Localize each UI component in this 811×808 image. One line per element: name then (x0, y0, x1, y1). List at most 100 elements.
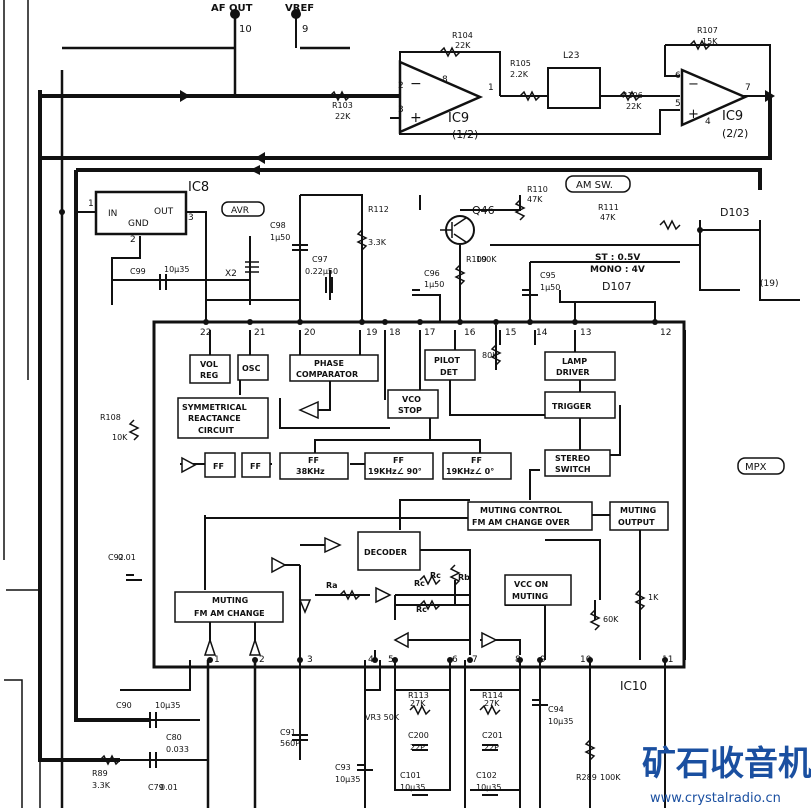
l23-coil-box (547, 67, 601, 109)
ic10-blocks (174, 349, 669, 623)
ic9b-pin-4: 4 (705, 117, 711, 127)
r107-ref: R107 (697, 26, 718, 35)
r113-ref: R113 (408, 691, 429, 700)
avr-tag-box (221, 201, 265, 217)
r60k-label: 60K (603, 615, 619, 624)
r113-val: 27K (410, 699, 426, 708)
r289-val: 100K (600, 773, 621, 782)
rc-label-3: Rc (430, 571, 441, 580)
r107-val: 15K (702, 37, 718, 46)
af-out-label: AF OUT (211, 3, 253, 14)
r114-ref: R114 (482, 691, 503, 700)
r109-val: 100K (476, 255, 497, 264)
svg-text:−: − (410, 76, 422, 92)
r106-val: 22K (626, 102, 642, 111)
c80-val: 0.033 (166, 745, 189, 754)
ic9a-part: (1/2) (452, 128, 478, 141)
ic10-pin-21: 21 (254, 328, 265, 338)
phase-line2: COMPARATOR (296, 370, 358, 379)
ic8-gnd: GND (128, 219, 149, 229)
am-sw-tag: AM SW. (576, 180, 613, 191)
x2-label: X2 (225, 269, 237, 279)
r1k-label: 1K (648, 593, 659, 602)
c200-ref: C200 (408, 731, 429, 740)
c92-val: 0.01 (118, 553, 136, 562)
c201-ref: C201 (482, 731, 503, 740)
ic8-pin-out: 3 (188, 213, 194, 223)
lamp-line1: LAMP (562, 357, 587, 366)
c95-val: 1μ50 (540, 283, 560, 292)
ic9a-pin-8: 8 (442, 75, 448, 85)
l23-label: L23 (563, 51, 579, 61)
svg-text:−: − (688, 77, 699, 92)
c102-ref: C102 (476, 771, 497, 780)
watermark-chinese: 矿石收音机 (642, 744, 811, 784)
ic10-pin-9: 9 (540, 655, 546, 665)
ic10-pin-1: 1 (214, 655, 220, 665)
mpx-tag-box (737, 457, 785, 475)
mono-voltage-note: MONO : 4V (590, 265, 645, 275)
r103-ref: R103 (332, 101, 353, 110)
r108-val: 10K (112, 433, 128, 442)
block-labels: VOL REG OSC PHASE COMPARATOR PILOT DET L… (182, 356, 656, 618)
r289-ref: R289 (576, 773, 597, 782)
ic10-pin-20: 20 (304, 328, 316, 338)
ic9-op-amp-b: − + (680, 68, 749, 127)
ic9b-pin-7: 7 (745, 83, 751, 93)
vol-reg-line2: REG (200, 371, 218, 380)
svg-text:+: + (410, 110, 422, 126)
ic9b-name: IC9 (722, 109, 743, 124)
signal-arrows (180, 90, 775, 175)
ic10-name: IC10 (620, 679, 647, 693)
ic8-pin-gnd: 2 (130, 235, 136, 245)
c101-ref: C101 (400, 771, 421, 780)
ic9b-pin-6: 6 (675, 71, 681, 81)
st-voltage-note: ST : 0.5V (595, 253, 640, 263)
vol-reg-line1: VOL (200, 360, 218, 369)
vco-line1: VCO (402, 395, 421, 404)
ff19b-line1: FF (471, 456, 482, 465)
ff19a-line2: 19KHz∠ 90° (368, 467, 422, 476)
muting-fm-line2: FM AM CHANGE (194, 609, 265, 618)
c97-val: 0.22μ50 (305, 267, 338, 276)
r108-ref: R108 (100, 413, 121, 422)
ic10-pin-15: 15 (505, 328, 516, 338)
mpx-tag: MPX (745, 462, 767, 473)
stereo-line1: STEREO (555, 454, 590, 463)
ff38-line2: 38KHz (296, 467, 325, 476)
c99-val: 10μ35 (164, 265, 189, 274)
d107-label: D107 (602, 280, 631, 293)
r104-val: 22K (455, 41, 471, 50)
af-out-pin: 10 (239, 24, 252, 35)
rc-label-2: Rc (416, 605, 427, 614)
pin-19-ref: (19) (760, 279, 778, 289)
r105-ref: R105 (510, 59, 531, 68)
c97-ref: C97 (312, 255, 328, 264)
avr-tag: AVR (231, 206, 249, 216)
vco-line2: STOP (398, 406, 422, 415)
ic8-name: IC8 (188, 180, 209, 195)
c200-val: 22P (410, 743, 425, 752)
c201-val: 22P (484, 743, 499, 752)
r112-val: 3.3K (368, 238, 387, 247)
c79-val: 0.01 (160, 783, 178, 792)
r89-ref: R89 (92, 769, 108, 778)
r111-ref: R111 (598, 203, 619, 212)
c94-val: 10μ35 (548, 717, 573, 726)
ic10-pin-6: 6 (452, 655, 458, 665)
ic10-pin-numbers: 22 21 20 19 18 17 16 15 14 13 12 1 2 3 4… (200, 328, 673, 665)
vref-label: VREF (285, 3, 314, 14)
muting-out-line2: OUTPUT (618, 518, 655, 527)
ic10-pin-8: 8 (515, 655, 521, 665)
c93-val: 10μ35 (335, 775, 360, 784)
muting-out-line1: MUTING (620, 506, 656, 515)
ic8-in: IN (108, 209, 117, 219)
ic10-pin-5: 5 (388, 655, 394, 665)
r89-val: 3.3K (92, 781, 111, 790)
d103-label: D103 (720, 206, 749, 219)
ff38-line1: FF (308, 456, 319, 465)
ic10-pin-7: 7 (472, 655, 478, 665)
ic10-pin-14: 14 (536, 328, 548, 338)
c79-ref: C79 (148, 783, 164, 792)
